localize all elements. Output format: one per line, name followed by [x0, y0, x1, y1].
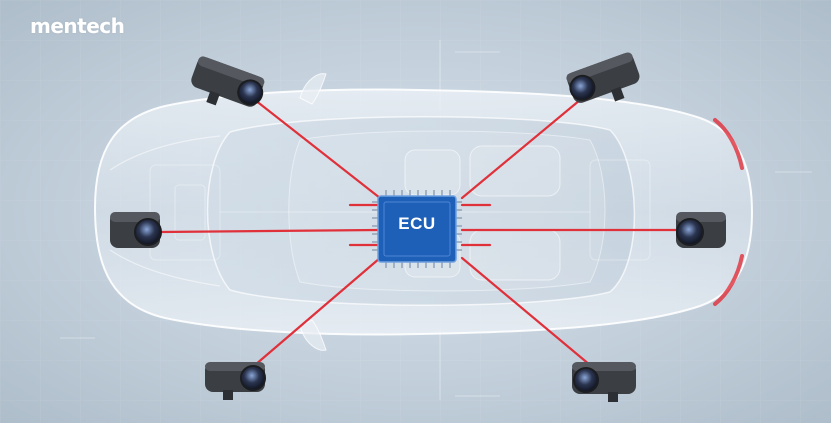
- ecu-label: ECU: [398, 214, 436, 233]
- rear-left-camera-icon: [205, 362, 266, 400]
- front-left-camera-icon: [191, 56, 265, 107]
- wire-front-left: [253, 98, 382, 200]
- brand-logo: mentech: [30, 14, 125, 38]
- wire-left: [158, 228, 380, 234]
- wire-front-right: [460, 98, 582, 200]
- rear-right-camera-icon: [572, 362, 636, 402]
- wire-rear-right: [460, 256, 592, 367]
- left-camera-icon: [110, 212, 162, 248]
- front-right-camera-icon: [566, 52, 640, 103]
- wiring: [158, 98, 682, 367]
- ecu-chip: [372, 190, 462, 268]
- wire-rear-left: [253, 256, 382, 367]
- right-camera-icon: [676, 212, 726, 248]
